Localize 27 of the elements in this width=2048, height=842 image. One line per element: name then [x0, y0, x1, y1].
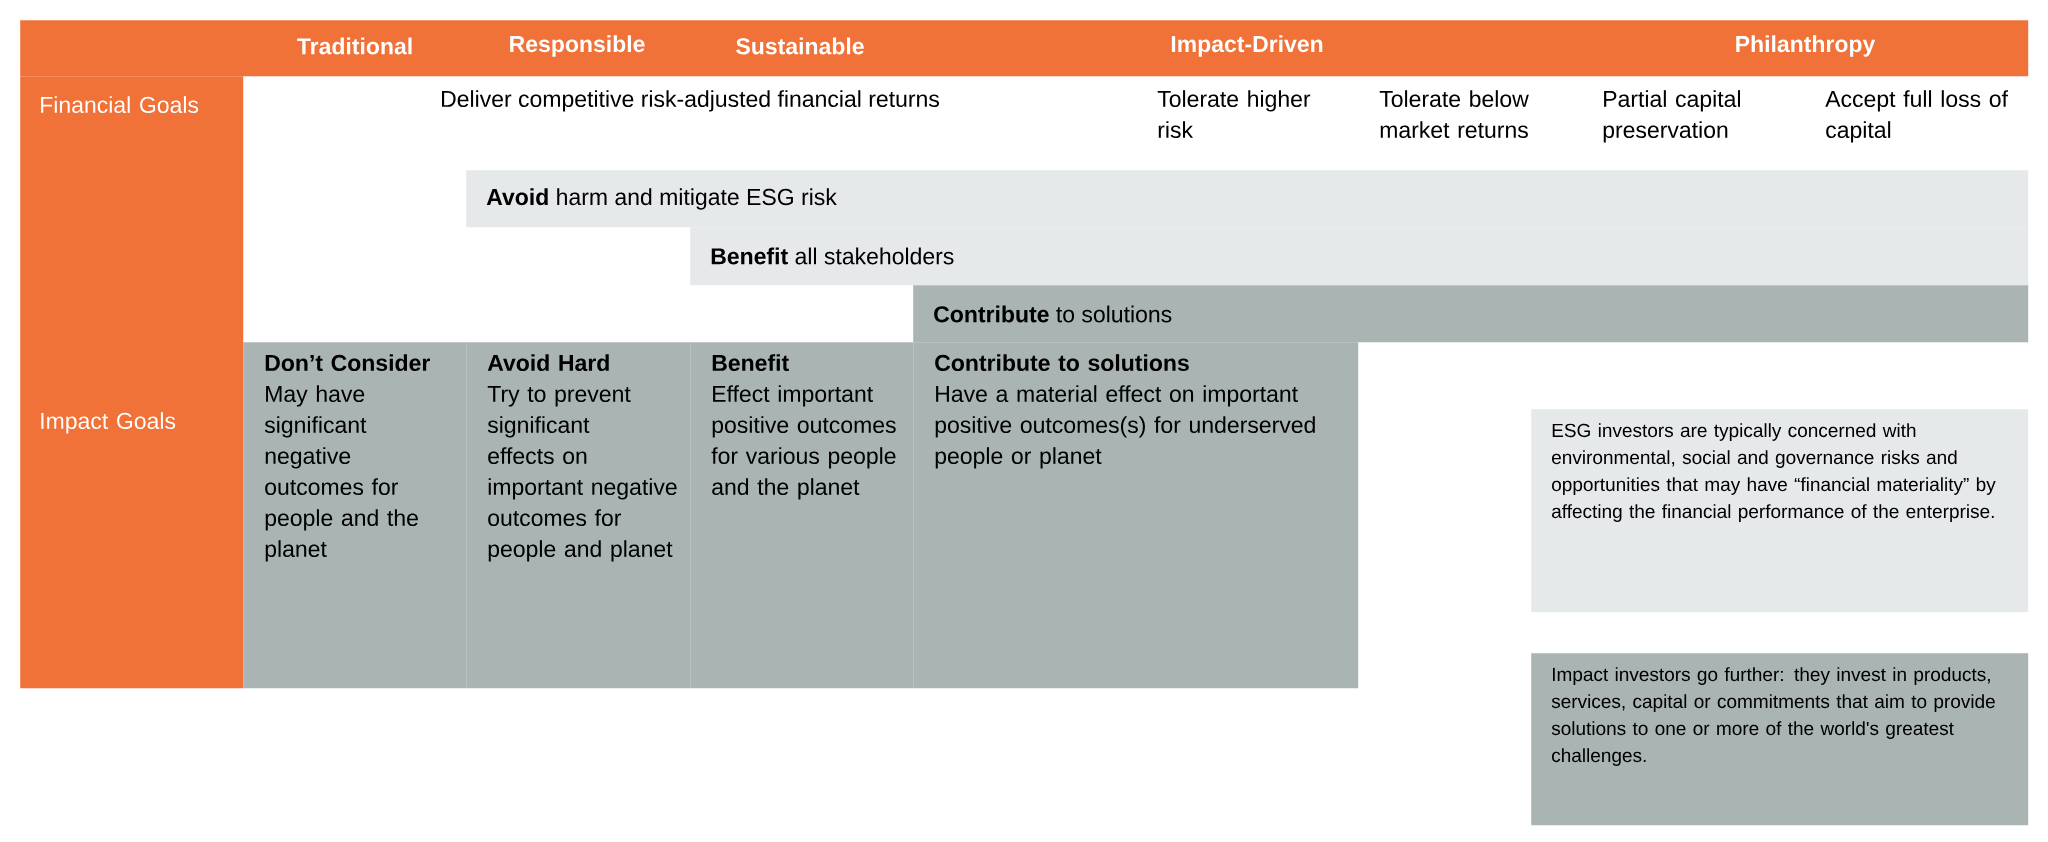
goal-text: Accept full loss of capital	[1825, 90, 2008, 143]
goal-cell: Don’t Consider May have significant negative outcomes for people and the planet	[243, 342, 467, 689]
goal-text: Tolerate higher risk	[1157, 90, 1311, 139]
node-label: Benefit	[712, 354, 789, 372]
goal-cell: Benefit Effect important positive outcomes for various people and the planet	[690, 342, 914, 689]
node-label: Benefit all stakeholders	[711, 247, 954, 265]
node-label: Avoid Hard	[487, 354, 609, 372]
band: Contribute to solutions	[913, 285, 2029, 343]
header-bar: Traditional Responsible Sustainable Impact-Driven Philanthropy	[20, 20, 2029, 77]
node-label: Contribute to solutions	[935, 354, 1189, 372]
node-label: Avoid harm and mitigate ESG risk	[486, 188, 837, 210]
node-label: Have a material effect on important positive outcomes(s) for underserved people or planet	[935, 385, 1315, 469]
band: Avoid harm and mitigate ESG risk	[466, 170, 2029, 228]
note-box: ESG investors are typically concerned with environmental, social and governance risks and opportunities that may have “financial materiality” by affecting the financial performance of the enterprise.	[1531, 409, 2029, 613]
node-label: Financial Goals	[41, 96, 199, 114]
goal-cell: Avoid Hard Try to prevent significant effects on important negative outcomes for people and planet	[466, 342, 691, 689]
node-label: Impact Goals	[41, 412, 176, 434]
goal-text: Partial capital preservation	[1603, 90, 1740, 143]
node-label: Don’t Consider	[265, 354, 430, 372]
node-label: Try to prevent significant effects on important negative outcomes for people and planet	[487, 386, 677, 562]
node-label: May have significant negative outcomes for people and the planet	[264, 385, 418, 562]
band: Benefit all stakeholders	[690, 227, 2029, 286]
note-box: Impact investors go further: they invest in products, services, capital or commitments that aim to provide solutions to one or more of the world's greatest challenges.	[1531, 653, 2029, 826]
goal-text: Deliver competitive risk-adjusted financial returns	[442, 90, 939, 112]
side-column: Financial Goals Impact Goals	[20, 76, 244, 689]
goal-text: Tolerate below market returns	[1379, 90, 1529, 139]
node-label: Effect important positive outcomes for various people and the planet	[711, 385, 896, 500]
